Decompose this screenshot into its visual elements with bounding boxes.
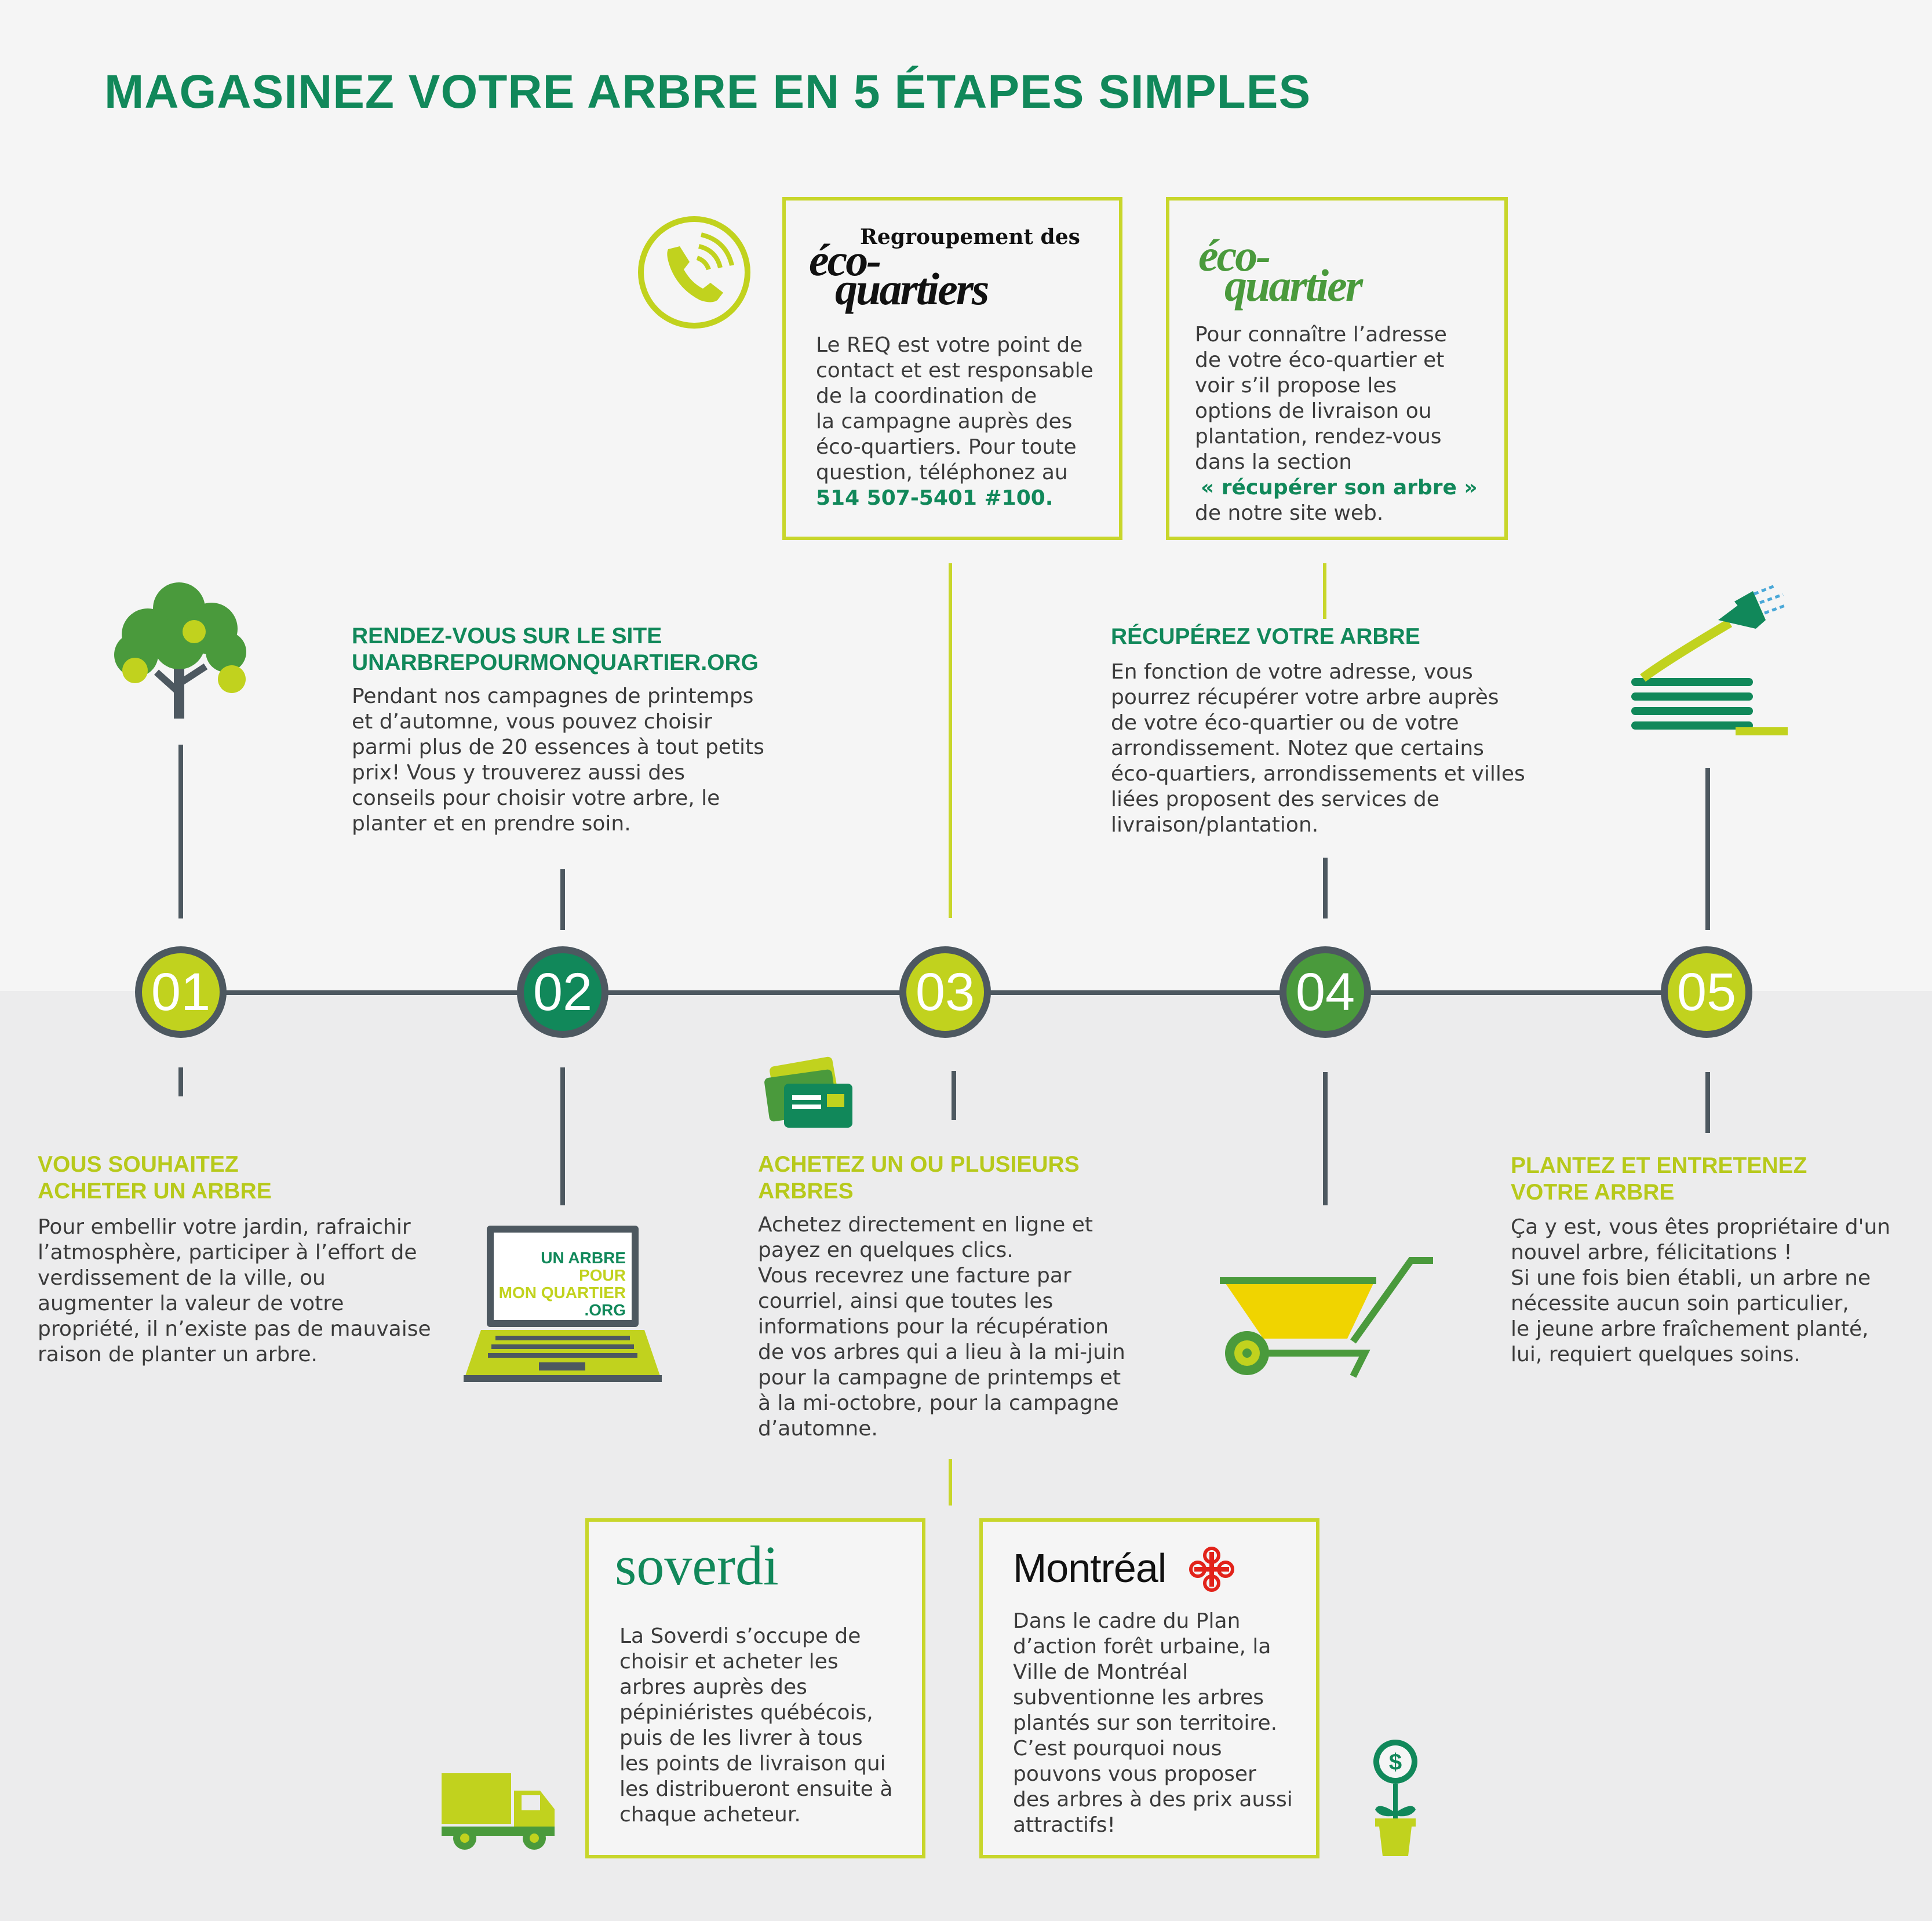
montreal-logo: Montréal bbox=[1013, 1545, 1167, 1591]
soverdi-logo: soverdi bbox=[615, 1534, 779, 1596]
connector-step-4-bottom bbox=[1323, 1072, 1328, 1205]
montreal-rose-icon bbox=[1189, 1547, 1234, 1592]
laptop-screen-text: UN ARBRE POUR MON QUARTIER .ORG bbox=[498, 1249, 626, 1319]
req-logo-line3: quartiers bbox=[835, 264, 989, 314]
svg-text:$: $ bbox=[1389, 1749, 1402, 1775]
connector-step-4-top bbox=[1323, 858, 1328, 918]
connector-step-3-bottom bbox=[952, 1071, 956, 1120]
req-phone-number[interactable]: 514 507-5401 #100. bbox=[816, 486, 1054, 510]
laptop-icon bbox=[464, 1226, 662, 1382]
phone-icon bbox=[638, 216, 750, 329]
page-title: MAGASINEZ VOTRE ARBRE EN 5 ÉTAPES SIMPLE… bbox=[104, 65, 1311, 118]
step-circle-04: 04 bbox=[1280, 946, 1371, 1038]
lower-background-band bbox=[0, 991, 1932, 1921]
eco-link-recuperer[interactable]: « récupérer son arbre » bbox=[1201, 476, 1478, 500]
step-4-heading: RÉCUPÉREZ VOTRE ARBRE bbox=[1111, 624, 1420, 649]
connector-step-5-bottom bbox=[1705, 1072, 1710, 1133]
credit-cards-icon bbox=[764, 1056, 852, 1128]
req-info-box: Regroupement des éco- quartiers Le REQ e… bbox=[782, 197, 1122, 540]
step-circle-02: 02 bbox=[517, 946, 608, 1038]
connector-step-1-bottom bbox=[178, 1067, 183, 1096]
step-circle-03: 03 bbox=[899, 946, 991, 1038]
connector-step-1-top bbox=[178, 745, 183, 918]
connector-step-4-eco bbox=[1323, 563, 1326, 619]
step-circle-05: 05 bbox=[1661, 946, 1752, 1038]
connector-step-3-req bbox=[949, 563, 952, 918]
truck-icon bbox=[442, 1773, 555, 1850]
eco-logo-line2: quartier bbox=[1224, 260, 1363, 311]
connector-step-2-top bbox=[560, 869, 565, 930]
wheelbarrow-icon bbox=[1220, 1257, 1433, 1378]
money-plant-icon: $ bbox=[1373, 1740, 1417, 1856]
garden-hose-icon bbox=[1631, 584, 1788, 735]
eco-logo-line1: éco- bbox=[1198, 230, 1271, 280]
req-logo-line1: Regroupement des bbox=[860, 225, 1080, 249]
connector-step-3-soverdi bbox=[949, 1459, 952, 1506]
step-circle-01: 01 bbox=[135, 946, 227, 1038]
connector-step-5-top bbox=[1705, 768, 1710, 930]
apple-tree-icon bbox=[114, 582, 246, 719]
req-logo-line2: éco- bbox=[809, 235, 881, 285]
connector-step-2-bottom bbox=[560, 1067, 565, 1205]
